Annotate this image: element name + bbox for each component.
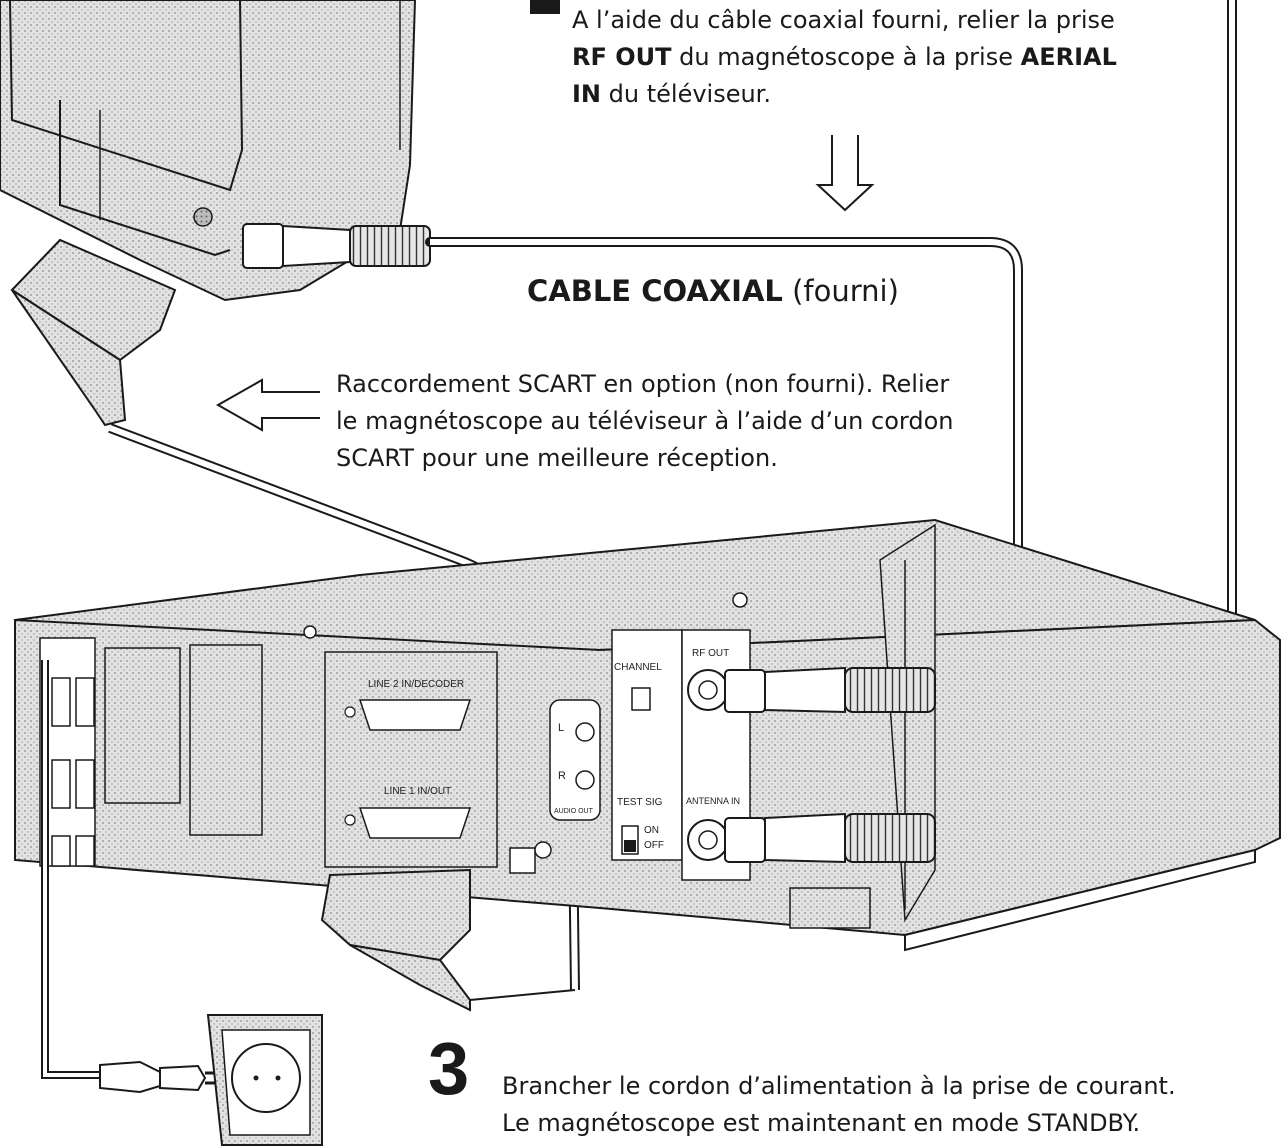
off-label: OFF	[644, 840, 664, 851]
rf-out-label: RF OUT	[692, 648, 730, 659]
antenna-in-coax-plug	[724, 812, 936, 864]
step-2-line-3-text: du téléviseur.	[601, 80, 771, 108]
step-3-instruction: Brancher le cordon d’alimentation à la p…	[502, 1068, 1282, 1142]
aerial-term: AERIAL	[1020, 43, 1117, 71]
scart-note-line-2: le magnétoscope au téléviseur à l’aide d…	[336, 407, 954, 435]
coaxial-cable-label-normal: (fourni)	[782, 274, 899, 308]
scart-note-line-1: Raccordement SCART en option (non fourni…	[336, 370, 950, 398]
step-2-line-2-text: du magnétoscope à la prise	[671, 43, 1021, 71]
power-plug	[99, 1060, 225, 1094]
rf-out-coax-plug	[724, 666, 936, 714]
coaxial-cable-label: CABLE COAXIAL (fourni)	[527, 274, 899, 308]
scart-note-line-3: SCART pour une meilleure réception.	[336, 444, 778, 472]
step-2-line-2: RF OUT du magnétoscope à la prise AERIAL	[572, 39, 1282, 76]
step-3-number: 3	[428, 1027, 470, 1110]
step-2-instruction: A l’aide du câble coaxial fourni, relier…	[572, 2, 1282, 113]
step-3-line-2: Le magnétoscope est maintenant en mode S…	[502, 1109, 1141, 1137]
in-term: IN	[572, 80, 602, 108]
step-2-line-1: A l’aide du câble coaxial fourni, relier…	[572, 6, 1115, 34]
audio-l-label: L	[558, 722, 565, 734]
test-sig-label: TEST SIG	[617, 797, 663, 808]
vcr-scart-plug	[320, 868, 576, 1012]
on-label: ON	[644, 825, 659, 836]
left-arrow-icon	[215, 378, 320, 432]
channel-label: CHANNEL	[614, 662, 662, 673]
step-3-line-1: Brancher le cordon d’alimentation à la p…	[502, 1072, 1176, 1100]
wall-socket	[206, 1014, 323, 1146]
rf-out-term: RF OUT	[572, 43, 672, 71]
audio-out-label: AUDIO OUT	[554, 808, 593, 815]
scart-note: Raccordement SCART en option (non fourni…	[336, 366, 996, 477]
antenna-in-label: ANTENNA IN	[686, 796, 741, 806]
coaxial-cable-label-bold: CABLE COAXIAL	[527, 274, 783, 308]
down-arrow-icon	[815, 135, 875, 212]
tv-coax-plug	[242, 223, 431, 269]
step-2-line-3: IN du téléviseur.	[572, 76, 1282, 113]
tv-scart-plug	[10, 238, 177, 427]
step-2-number-fragment	[530, 0, 560, 14]
line2-socket-label: LINE 2 IN/DECODER	[368, 679, 465, 690]
audio-r-label: R	[558, 770, 566, 782]
line1-socket-label: LINE 1 IN/OUT	[384, 786, 452, 797]
television	[0, 0, 417, 302]
vcr-rear-panel	[13, 518, 1281, 952]
